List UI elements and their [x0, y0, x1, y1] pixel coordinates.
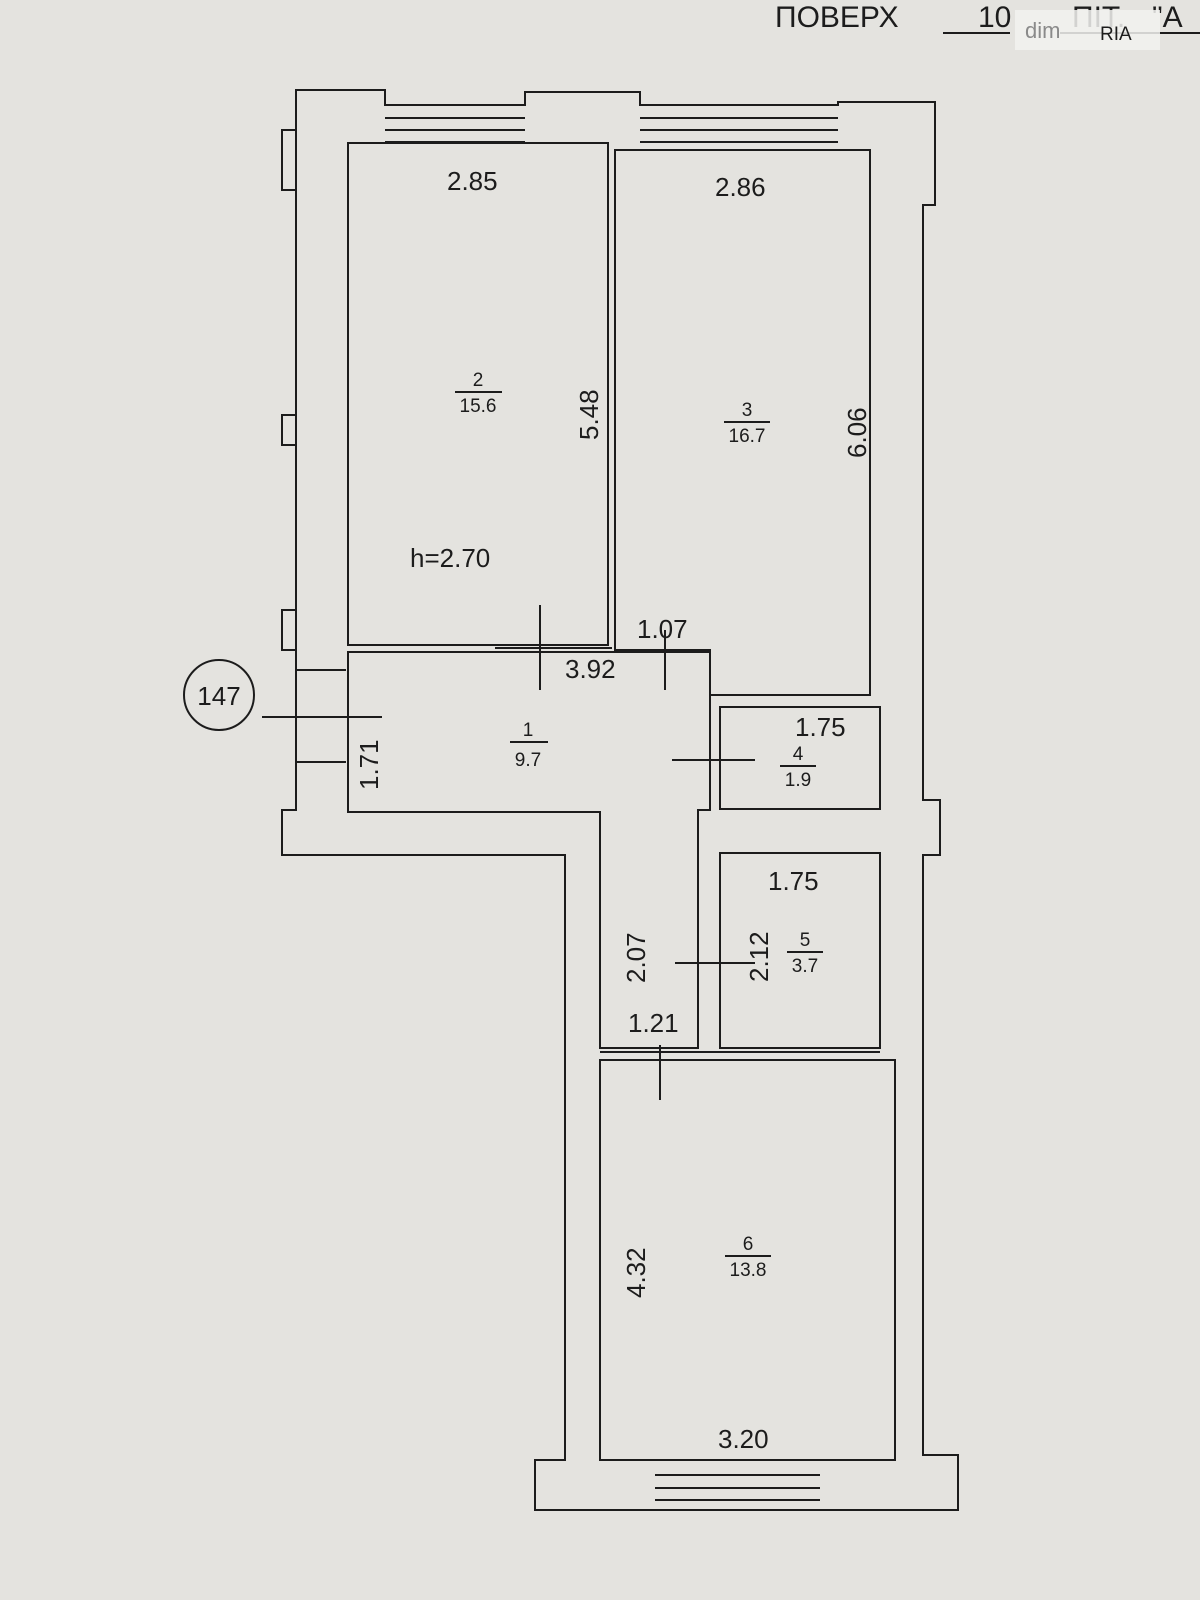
room-5-label: 5 3.7	[787, 930, 823, 977]
dim-hall-width: 3.92	[565, 654, 616, 684]
floor-label: ПОВЕРХ	[775, 1, 899, 34]
dim-room6-width: 3.20	[718, 1424, 769, 1454]
dim-room2-length: 5.48	[574, 389, 604, 440]
watermark: dim RIA	[1015, 10, 1160, 50]
svg-text:4: 4	[793, 744, 804, 765]
svg-text:16.7: 16.7	[729, 426, 766, 447]
dim-room6-length: 4.32	[621, 1247, 651, 1298]
plan-number: 147	[197, 681, 240, 711]
dim-corridor-width: 1.21	[628, 1008, 679, 1038]
dim-hall-length: 1.71	[354, 739, 384, 790]
floor-value: 10	[978, 1, 1011, 34]
watermark-logo: RIA	[1100, 24, 1132, 45]
dim-room3-length: 6.06	[842, 407, 872, 458]
room-1-label: 1 9.7	[510, 720, 548, 771]
watermark-text: dim	[1025, 18, 1060, 43]
room-6-outline	[599, 1059, 896, 1461]
room-6-label: 6 13.8	[725, 1234, 771, 1281]
dim-room2-width: 2.85	[447, 166, 498, 196]
dim-corridor-length: 2.07	[621, 932, 651, 983]
room-1-outline	[347, 651, 711, 1049]
svg-text:3: 3	[742, 400, 753, 421]
room-2-outline	[347, 142, 609, 646]
plan-number-marker: 147	[183, 659, 255, 731]
room-2-label: 2 15.6	[455, 370, 502, 417]
room-outlines	[347, 142, 896, 1461]
dim-room4-width: 1.75	[795, 712, 846, 742]
svg-text:6: 6	[743, 1234, 754, 1255]
windows	[296, 117, 838, 1501]
room-3-label: 3 16.7	[724, 400, 770, 447]
exterior-walls	[281, 89, 959, 1511]
dimension-labels: 2.85 2.86 5.48 6.06 1.07 3.92 1.71 1.75 …	[354, 166, 872, 1454]
svg-text:9.7: 9.7	[515, 750, 541, 771]
svg-text:15.6: 15.6	[460, 396, 497, 417]
svg-text:3.7: 3.7	[792, 956, 818, 977]
ceiling-height: h=2.70	[410, 543, 490, 573]
room-5-outline	[719, 852, 881, 1049]
dim-hall-notch: 1.07	[637, 614, 688, 644]
room-4-outline	[719, 706, 881, 810]
svg-text:1.9: 1.9	[785, 770, 811, 791]
dim-room5-length: 2.12	[744, 931, 774, 982]
section-marks	[262, 605, 755, 1100]
svg-text:2: 2	[473, 370, 484, 391]
svg-text:13.8: 13.8	[730, 1260, 767, 1281]
room-4-label: 4 1.9	[780, 744, 816, 791]
svg-text:1: 1	[523, 720, 534, 741]
dim-room5-width: 1.75	[768, 866, 819, 896]
dim-room3-width: 2.86	[715, 172, 766, 202]
svg-text:5: 5	[800, 930, 811, 951]
